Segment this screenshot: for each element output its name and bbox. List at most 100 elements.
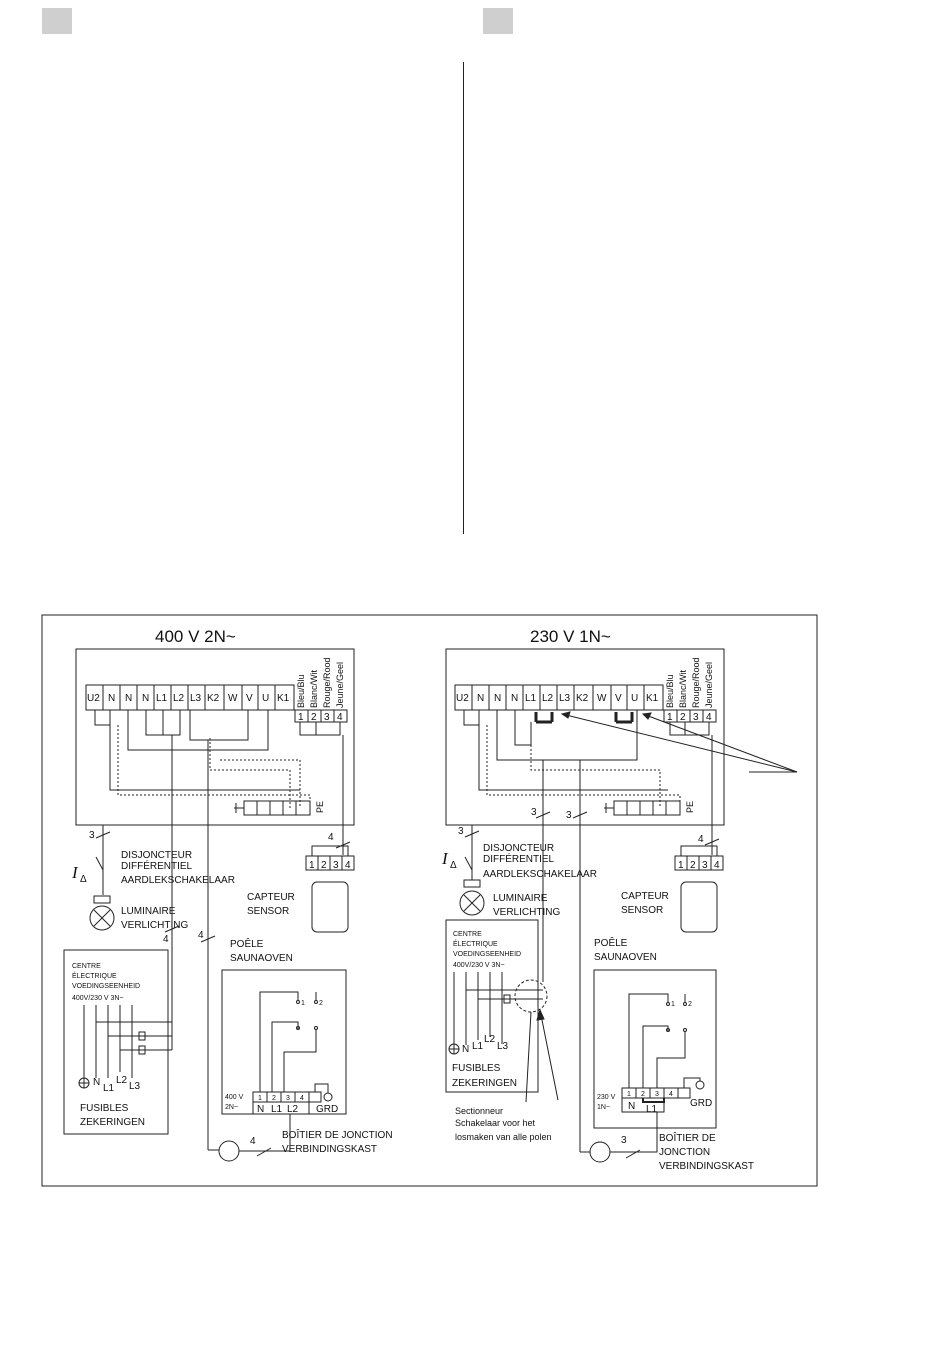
svg-text:Δ: Δ — [80, 874, 87, 885]
right-center-label-1: CENTRE — [453, 931, 482, 938]
left-sb-1: 1 — [309, 860, 315, 871]
right-isolator-highlight — [514, 979, 548, 1013]
left-heater-voltage-1: 400 V — [225, 1094, 244, 1101]
right-sb-4: 4 — [714, 860, 720, 871]
right-heater-box — [593, 969, 717, 1129]
left-term-w: W — [228, 693, 238, 704]
right-terminal-block — [454, 684, 664, 711]
left-ht-4: 4 — [300, 1095, 304, 1102]
right-grd: GRD — [690, 1098, 712, 1109]
right-sensor-label-1: CAPTEUR — [621, 891, 669, 902]
left-hl-l1: L1 — [271, 1104, 283, 1115]
left-lamp-label-2: VERLICHTING — [121, 920, 188, 931]
left-center-label-3: VOEDINGSEENHEID — [72, 983, 140, 990]
right-heater-voltage-2: 1N~ — [597, 1104, 610, 1111]
isolator-label-2: Schakelaar voor het — [455, 1118, 536, 1128]
left-term-k2: K2 — [207, 693, 220, 704]
right-contact-2: 2 — [688, 1001, 692, 1008]
left-sb-2: 2 — [321, 860, 327, 871]
left-sensor-label-2: SENSOR — [247, 906, 289, 917]
svg-text:I: I — [71, 863, 79, 882]
left-count-junction: 4 — [250, 1136, 256, 1147]
left-fuse-n: N — [93, 1077, 100, 1088]
right-lamp-label-2: VERLICHTING — [493, 907, 560, 918]
page-tab-left — [42, 8, 72, 34]
left-term-l2: L2 — [173, 693, 185, 704]
left-term-l3: L3 — [190, 693, 202, 704]
right-jumper-1 — [534, 712, 554, 724]
left-contact-2: 2 — [319, 1000, 323, 1007]
left-term-n3: N — [142, 693, 149, 704]
right-sb-3: 3 — [702, 860, 708, 871]
left-st-4: 4 — [337, 712, 343, 723]
right-term-u: U — [631, 693, 638, 704]
left-term-n2: N — [125, 693, 132, 704]
right-sensor-housing — [680, 881, 718, 933]
right-term-l3: L3 — [559, 693, 571, 704]
left-ht-2: 2 — [272, 1095, 276, 1102]
isolator-label-3: losmaken van alle polen — [455, 1132, 552, 1142]
right-rcd-symbol: I Δ — [441, 849, 473, 880]
right-term-u2: U2 — [456, 693, 469, 704]
right-rcd-label-2: DIFFÉRENTIEL — [483, 852, 555, 865]
left-center-box — [63, 949, 169, 1135]
left-grd: GRD — [316, 1104, 338, 1115]
right-jumper-2 — [614, 712, 634, 724]
left-junction-label-1: BOÎTIER DE JONCTION — [282, 1128, 393, 1141]
right-hl-l1: L1 — [646, 1104, 658, 1115]
right-junction-label-1: BOÎTIER DE — [659, 1131, 716, 1144]
right-term-n1: N — [477, 693, 484, 704]
left-count-sensor: 4 — [328, 832, 334, 843]
right-ht-4: 4 — [669, 1091, 673, 1098]
left-center-label-4: 400V/230 V 3N~ — [72, 995, 124, 1002]
left-fuse-l3: L3 — [129, 1081, 141, 1092]
left-wire-blue: Bleu/Blu — [296, 674, 306, 708]
left-title: 400 V 2N~ — [155, 627, 236, 646]
left-heater-voltage-2: 2N~ — [225, 1104, 238, 1111]
left-junction-label-2: VERBINDINGSKAST — [282, 1144, 377, 1155]
left-st-3: 3 — [324, 712, 330, 723]
left-term-l1: L1 — [156, 693, 168, 704]
left-fuse-label-1: FUSIBLES — [80, 1103, 129, 1114]
left-heater-label-1: POÊLE — [230, 937, 264, 950]
left-hl-n: N — [257, 1104, 264, 1115]
right-wire-blue: Bleu/Blu — [665, 674, 675, 708]
right-center-label-3: VOEDINGSEENHEID — [453, 951, 521, 958]
right-term-l1: L1 — [525, 693, 537, 704]
page-tab-right — [483, 8, 513, 34]
right-heater-label-1: POÊLE — [594, 936, 628, 949]
left-count-center: 4 — [163, 934, 169, 945]
right-count-sensor: 4 — [698, 834, 704, 845]
left-term-u: U — [262, 693, 269, 704]
right-fuse-l2: L2 — [484, 1034, 496, 1045]
left-term-n1: N — [108, 693, 115, 704]
right-center-label-4: 400V/230 V 3N~ — [453, 962, 505, 969]
right-ht-3: 3 — [655, 1091, 659, 1098]
diagram-frame — [41, 614, 818, 1187]
left-rcd-label-2: DIFFÉRENTIEL — [121, 859, 193, 872]
right-sensor-label-2: SENSOR — [621, 905, 663, 916]
right-ht-2: 2 — [641, 1091, 645, 1098]
right-term-l2: L2 — [542, 693, 554, 704]
left-sensor-label-1: CAPTEUR — [247, 892, 295, 903]
left-ht-1: 1 — [258, 1095, 262, 1102]
left-sb-4: 4 — [345, 860, 351, 871]
right-hl-n: N — [628, 1101, 635, 1112]
right-term-w: W — [597, 693, 607, 704]
right-lamp-icon — [459, 879, 485, 916]
right-center-label-2: ÉLECTRIQUE — [453, 939, 498, 948]
right-count-b: 3 — [566, 810, 572, 821]
left-wire-yellow: Jeune/Geel — [335, 662, 345, 708]
left-fuse-label-2: ZEKERINGEN — [80, 1117, 145, 1128]
left-st-2: 2 — [311, 712, 317, 723]
left-count-heater: 4 — [198, 930, 204, 941]
left-lamp-icon — [89, 895, 115, 931]
right-title: 230 V 1N~ — [530, 627, 611, 646]
right-count-a: 3 — [531, 807, 537, 818]
right-rcd-label-3: AARDLEKSCHAKELAAR — [483, 869, 597, 880]
right-term-n2: N — [494, 693, 501, 704]
right-junction-box — [589, 1141, 611, 1163]
left-ht-3: 3 — [286, 1095, 290, 1102]
right-st-3: 3 — [693, 712, 699, 723]
